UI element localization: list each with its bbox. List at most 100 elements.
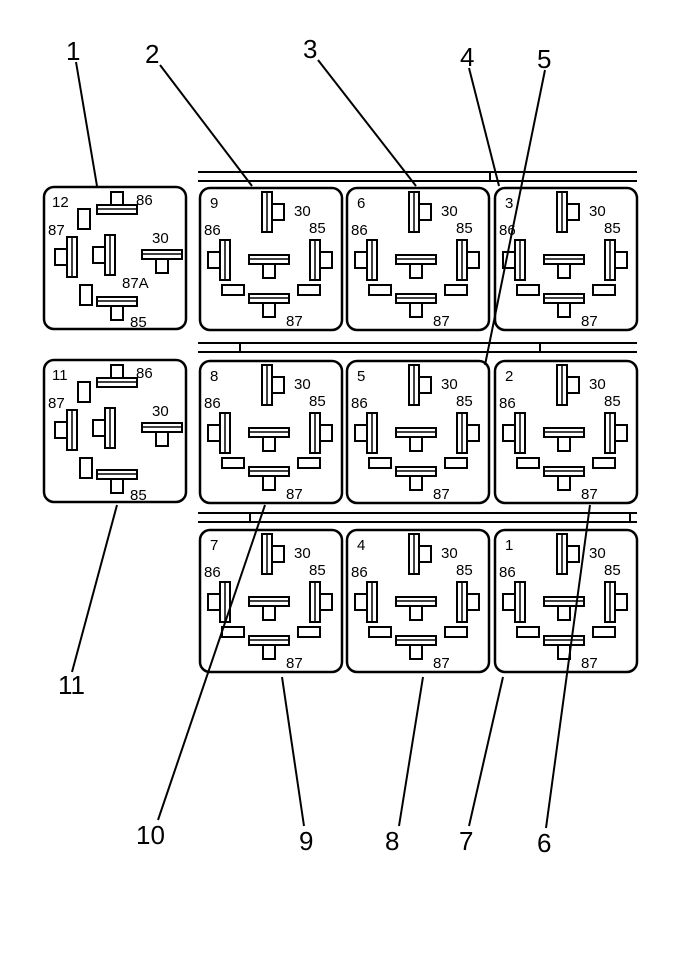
terminal-30 xyxy=(408,191,432,233)
terminal-30 xyxy=(556,191,580,233)
pin-label-85: 85 xyxy=(309,393,326,410)
pin-label-85: 85 xyxy=(309,562,326,579)
terminal-86 xyxy=(502,412,526,454)
callout-5: 5 xyxy=(537,44,551,74)
terminal-86 xyxy=(354,239,378,281)
terminal-87 xyxy=(54,409,78,451)
slot-right xyxy=(444,284,468,296)
callout-3: 3 xyxy=(303,34,317,64)
terminal-30 xyxy=(556,364,580,406)
pin-label-86: 86 xyxy=(136,365,153,382)
undefined xyxy=(502,424,516,442)
terminal-86 xyxy=(96,364,138,388)
pin-label-30: 30 xyxy=(441,545,458,562)
leader-line-9 xyxy=(281,676,305,827)
terminal-87 xyxy=(248,293,290,318)
terminal-85 xyxy=(96,469,138,494)
undefined xyxy=(557,436,571,452)
undefined xyxy=(319,593,333,611)
slot-left xyxy=(221,457,245,469)
pin-label-30: 30 xyxy=(294,376,311,393)
pin-label-30: 30 xyxy=(589,376,606,393)
slot-right xyxy=(444,457,468,469)
relay-number: 8 xyxy=(210,368,218,385)
undefined xyxy=(271,545,285,563)
relay-number: 5 xyxy=(357,368,365,385)
undefined xyxy=(207,424,221,442)
slot-left xyxy=(368,284,392,296)
slot-left xyxy=(368,457,392,469)
undefined xyxy=(110,364,124,380)
undefined xyxy=(262,436,276,452)
pin-label-85: 85 xyxy=(456,393,473,410)
terminal-85 xyxy=(309,239,333,281)
undefined xyxy=(319,251,333,269)
undefined xyxy=(262,644,276,660)
pin-label-86: 86 xyxy=(136,192,153,209)
terminal-85 xyxy=(456,412,480,454)
slot-left xyxy=(368,626,392,638)
terminal-85 xyxy=(456,581,480,623)
pin-label-30: 30 xyxy=(441,203,458,220)
slot-right xyxy=(592,626,616,638)
undefined xyxy=(614,424,628,442)
terminal-87 xyxy=(543,466,585,491)
pin-label-30: 30 xyxy=(294,203,311,220)
terminal-center xyxy=(543,427,585,452)
undefined xyxy=(354,424,368,442)
terminal-86 xyxy=(96,191,138,215)
terminal-87 xyxy=(395,635,437,660)
undefined xyxy=(110,478,124,494)
undefined xyxy=(92,419,106,437)
pin-label-85: 85 xyxy=(456,562,473,579)
pin-label-86: 86 xyxy=(351,222,368,239)
relay-number: 1 xyxy=(505,537,513,554)
pin-label-86: 86 xyxy=(499,395,516,412)
undefined xyxy=(566,376,580,394)
leader-line-10 xyxy=(157,504,266,821)
terminal-30 xyxy=(141,249,183,274)
undefined xyxy=(271,376,285,394)
terminal-86 xyxy=(354,581,378,623)
undefined xyxy=(54,248,68,266)
slot-right xyxy=(444,626,468,638)
undefined xyxy=(557,302,571,318)
relay-number: 9 xyxy=(210,195,218,212)
pin-label-86: 86 xyxy=(204,395,221,412)
terminal-center xyxy=(395,596,437,621)
terminal-85 xyxy=(604,412,628,454)
undefined xyxy=(262,475,276,491)
pin-label-30: 30 xyxy=(152,403,169,420)
terminal-30 xyxy=(141,422,183,447)
pin-label-87: 87 xyxy=(286,655,303,672)
undefined xyxy=(418,376,432,394)
terminal-87 xyxy=(543,293,585,318)
slot-left xyxy=(516,457,540,469)
slot-left xyxy=(516,626,540,638)
undefined xyxy=(262,605,276,621)
callout-8: 8 xyxy=(385,826,399,856)
terminal-86 xyxy=(502,581,526,623)
undefined xyxy=(557,644,571,660)
slot-right xyxy=(297,457,321,469)
relay-number: 12 xyxy=(52,194,69,211)
terminal-center xyxy=(248,596,290,621)
terminal-87 xyxy=(248,635,290,660)
undefined xyxy=(319,424,333,442)
leader-line-5 xyxy=(484,69,546,366)
undefined xyxy=(557,605,571,621)
callout-7: 7 xyxy=(459,826,473,856)
undefined xyxy=(557,475,571,491)
undefined xyxy=(418,203,432,221)
relay-number: 2 xyxy=(505,368,513,385)
undefined xyxy=(409,436,423,452)
slot-left xyxy=(516,284,540,296)
